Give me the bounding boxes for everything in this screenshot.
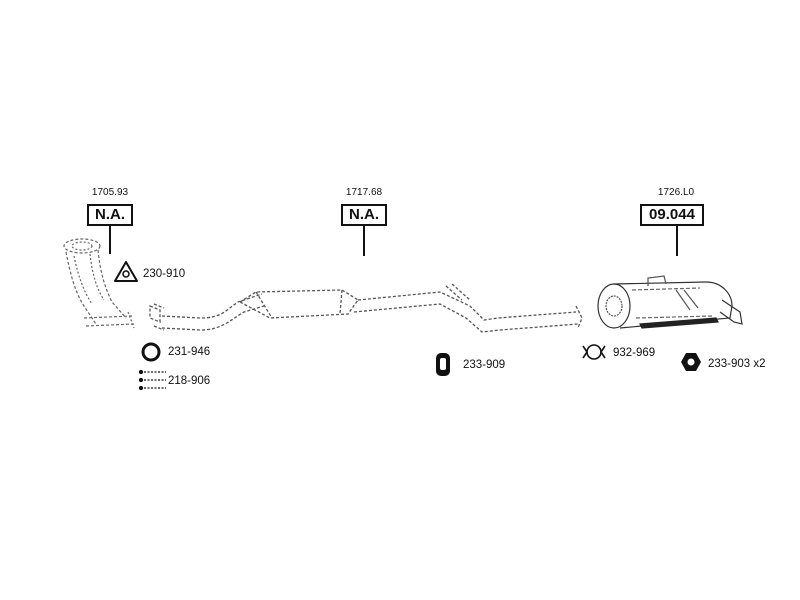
part-number-sealing-ring[interactable]: 231-946 — [168, 346, 211, 358]
pipe-clamp-icon — [582, 344, 606, 360]
front-pipe-drawing — [63, 238, 135, 329]
part-number-bolt-kit[interactable]: 218-906 — [168, 375, 211, 387]
triangle-gasket-icon — [114, 261, 138, 282]
section-code-front[interactable]: N.A. — [87, 204, 133, 226]
section-code-middle[interactable]: N.A. — [341, 204, 387, 226]
part-number-gasket-triangle[interactable]: 230-910 — [143, 268, 186, 280]
part-number-hex-nut[interactable]: 233-903 x2 — [708, 358, 766, 370]
seal-ring-icon — [141, 342, 161, 362]
part-number-pipe-clamp[interactable]: 932-969 — [613, 347, 656, 359]
rear-silencer-drawing — [597, 275, 743, 329]
section-ref-middle: 1717.68 — [345, 187, 383, 198]
section-code-rear[interactable]: 09.044 — [640, 204, 704, 226]
middle-pipe-drawing — [149, 283, 583, 333]
part-number-rubber-hanger[interactable]: 233-909 — [463, 359, 506, 371]
hex-nut-icon — [681, 353, 701, 371]
section-ref-rear: 1726.L0 — [657, 187, 695, 198]
rubber-mount-icon — [436, 353, 450, 376]
bolt-kit-icon — [138, 369, 166, 391]
section-ref-front: 1705.93 — [91, 187, 129, 198]
